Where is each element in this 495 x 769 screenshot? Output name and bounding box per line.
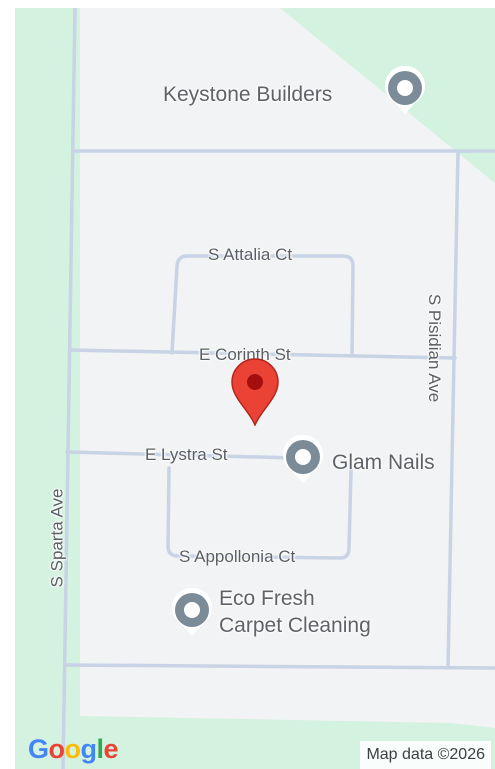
- map-canvas: [15, 8, 495, 769]
- street-label-e-lystra-st: E Lystra St: [145, 445, 228, 464]
- road-south: [63, 663, 495, 670]
- poi-label-glam-nails[interactable]: Glam Nails: [332, 451, 435, 474]
- google-logo-letter: o: [64, 734, 82, 764]
- road-e-lystra-st: [65, 450, 297, 460]
- place-marker-icon[interactable]: [383, 66, 427, 116]
- road-s-pisidian-ave: [446, 149, 460, 670]
- map-attribution[interactable]: Map data ©2026: [360, 741, 491, 769]
- road-e-corinth-st: [68, 348, 457, 360]
- poi-label-eco-fresh-line1[interactable]: Eco Fresh: [219, 587, 315, 610]
- google-logo-letter: e: [103, 734, 119, 764]
- street-label-s-pisidian-ave: S Pisidian Ave: [425, 293, 445, 403]
- road-network: [61, 8, 495, 769]
- google-logo-letter: g: [80, 734, 98, 764]
- street-label-s-appollonia-ct: S Appollonia Ct: [179, 547, 296, 566]
- street-label-s-attalia-ct: S Attalia Ct: [208, 245, 293, 264]
- poi-label-keystone-builders[interactable]: Keystone Builders: [163, 83, 333, 106]
- place-marker-icon[interactable]: [281, 435, 325, 485]
- road-s-sparta-ave: [61, 8, 77, 769]
- place-marker-icon[interactable]: [170, 588, 214, 638]
- road-s-attalia-ct: [170, 254, 355, 358]
- poi-label-eco-fresh-line2[interactable]: Carpet Cleaning: [219, 614, 371, 637]
- google-logo-letter: G: [28, 734, 49, 764]
- google-logo[interactable]: Google: [28, 734, 119, 765]
- red-map-pin-icon[interactable]: [229, 358, 281, 426]
- map-view[interactable]: S Attalia Ct E Corinth St E Lystra St S …: [15, 8, 495, 769]
- google-logo-letter: o: [48, 734, 66, 764]
- street-label-s-sparta-ave: S Sparta Ave: [47, 488, 67, 588]
- road-s-appollonia-ct: [166, 466, 353, 560]
- street-label-e-corinth-st: E Corinth St: [199, 345, 291, 364]
- google-logo-letter: l: [96, 734, 105, 764]
- land-block: [80, 8, 495, 728]
